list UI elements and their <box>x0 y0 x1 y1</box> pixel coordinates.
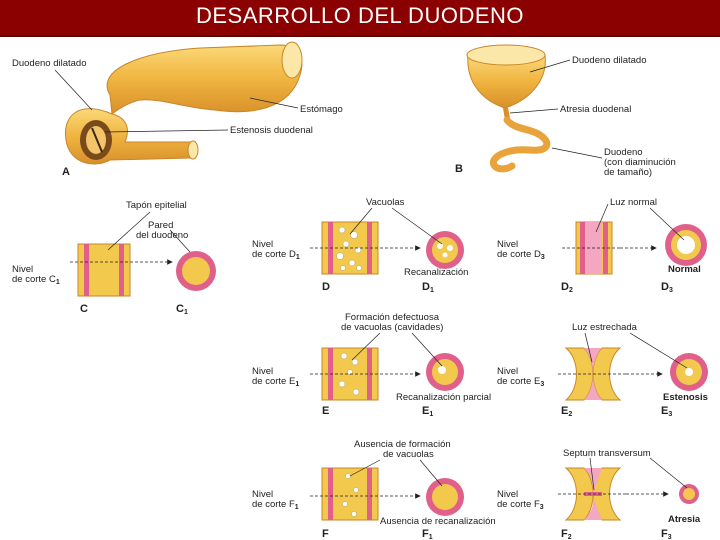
letter-d2: D2 <box>561 281 573 294</box>
label-tapon-epitelial: Tapón epitelial <box>126 200 187 211</box>
label-luz-normal: Luz normal <box>610 197 657 208</box>
label-nivel-c1-2: de corte C1 <box>12 274 60 286</box>
leader-line <box>419 459 443 487</box>
row-e-illustration <box>310 347 708 401</box>
label-duodeno-dilatado-b: Duodeno dilatado <box>572 55 646 66</box>
duodenum-diagram: Duodeno dilatado Estómago Estenosis duod… <box>12 41 708 540</box>
letter-e: E <box>322 405 329 417</box>
leader-line <box>595 203 609 233</box>
label-recanalizacion: Recanalización <box>404 267 468 278</box>
leader-line <box>107 211 151 251</box>
label-nivel-f3-1: Nivel <box>497 489 518 500</box>
label-duodeno-b-3: de tamaño) <box>604 167 652 178</box>
row-d-illustration <box>310 221 707 275</box>
leader-line <box>629 332 688 369</box>
label-nivel-d3-2: de corte D3 <box>497 249 545 261</box>
label-estomago: Estómago <box>300 104 343 115</box>
leader-line <box>104 129 229 133</box>
letter-e1: E1 <box>422 405 433 418</box>
label-ausencia-1: Ausencia de formación <box>354 439 451 450</box>
panel-letter-b: B <box>455 163 463 175</box>
label-nivel-d1-1: Nivel <box>252 239 273 250</box>
title-bar <box>0 0 720 37</box>
label-nivel-d3-1: Nivel <box>497 239 518 250</box>
label-normal: Normal <box>668 264 701 275</box>
label-atresia-duodenal: Atresia duodenal <box>560 104 631 115</box>
panel-b-illustration <box>466 44 551 173</box>
label-nivel-f3-2: de corte F3 <box>497 499 544 511</box>
letter-f3: F3 <box>661 528 672 540</box>
leader-line <box>349 459 381 477</box>
label-atresia: Atresia <box>668 514 701 525</box>
leader-line <box>584 332 593 363</box>
label-nivel-f1-1: Nivel <box>252 489 273 500</box>
label-formacion-2: de vacuolas (cavidades) <box>341 322 443 333</box>
leader-line <box>349 207 373 235</box>
leader-line <box>649 457 688 489</box>
slide-title: DESARROLLO DEL DUODENO <box>195 3 525 28</box>
label-luz-estrechada: Luz estrechada <box>572 322 638 333</box>
row-f-illustration <box>310 467 699 521</box>
label-nivel-d1-2: de corte D1 <box>252 249 300 261</box>
leader-line <box>509 108 559 114</box>
row-c-illustration <box>70 243 216 297</box>
letter-f2: F2 <box>561 528 572 540</box>
label-septum: Septum transversum <box>563 448 651 459</box>
letter-c: C <box>80 303 88 315</box>
label-duodeno-dilatado-a: Duodeno dilatado <box>12 58 86 69</box>
label-duodeno-b-2: (con diaminución <box>604 157 676 168</box>
panel-letter-a: A <box>62 166 70 178</box>
label-nivel-c1-1: Nivel <box>12 264 33 275</box>
label-ausencia-2: de vacuolas <box>383 449 434 460</box>
label-recanalizacion-parcial: Recanalización parcial <box>396 392 491 403</box>
leader-line <box>411 332 443 367</box>
label-vacuolas: Vacuolas <box>366 197 405 208</box>
panel-a-illustration <box>64 41 303 165</box>
leader-line <box>649 207 685 241</box>
label-pared-2: del duodeno <box>136 230 188 241</box>
label-duodeno-b-1: Duodeno <box>604 147 643 158</box>
letter-f: F <box>322 528 329 540</box>
label-formacion-1: Formación defectuosa <box>345 312 440 323</box>
letter-d1: D1 <box>422 281 434 294</box>
leader-line <box>169 229 191 253</box>
letter-d: D <box>322 281 330 293</box>
letter-f1: F1 <box>422 528 433 540</box>
label-nivel-e1-1: Nivel <box>252 366 273 377</box>
label-nivel-e1-2: de corte E1 <box>252 376 299 388</box>
label-pared-1: Pared <box>148 220 173 231</box>
leader-line <box>589 457 595 491</box>
letter-d3: D3 <box>661 281 673 294</box>
leader-line <box>551 147 603 159</box>
label-nivel-e3-2: de corte E3 <box>497 376 544 388</box>
label-ausencia-recanalizacion: Ausencia de recanalización <box>380 516 496 527</box>
letter-e2: E2 <box>561 405 572 418</box>
label-estenosis: Estenosis <box>663 392 708 403</box>
leader-line <box>54 69 93 111</box>
label-nivel-f1-2: de corte F1 <box>252 499 299 511</box>
leader-line <box>351 332 381 361</box>
letter-c1: C1 <box>176 303 188 316</box>
leader-line <box>249 97 299 109</box>
label-estenosis-duodenal: Estenosis duodenal <box>230 125 313 136</box>
leader-line <box>529 59 571 73</box>
leader-line <box>391 207 443 245</box>
letter-e3: E3 <box>661 405 672 418</box>
label-nivel-e3-1: Nivel <box>497 366 518 377</box>
